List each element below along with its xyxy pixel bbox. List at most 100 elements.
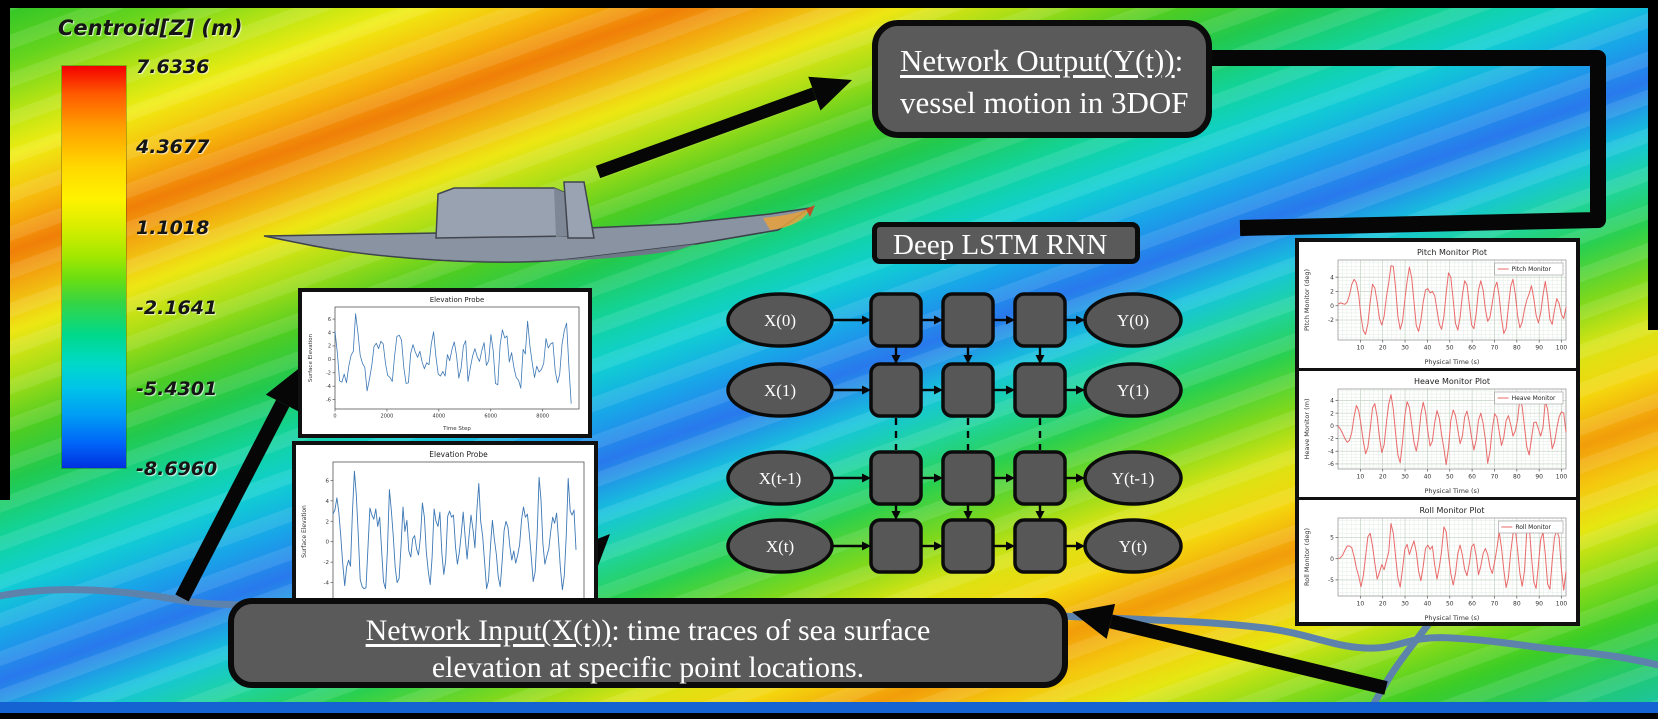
- lstm-input-label: X(1): [764, 381, 796, 400]
- lstm-cell: [941, 362, 995, 418]
- svg-text:80: 80: [1513, 474, 1521, 481]
- chart-legend: [1494, 391, 1564, 405]
- lstm-cell: [1013, 518, 1067, 574]
- svg-text:Surface Elevation: Surface Elevation: [308, 333, 314, 382]
- svg-text:60: 60: [1468, 474, 1476, 481]
- svg-text:50: 50: [1446, 345, 1454, 352]
- lstm-cell: [941, 450, 995, 506]
- colorbar-tick: -2.1641: [136, 297, 218, 319]
- svg-text:Elevation Probe: Elevation Probe: [430, 296, 485, 304]
- colorbar-tick: -8.6960: [136, 458, 218, 480]
- svg-text:Surface Elevation: Surface Elevation: [301, 505, 308, 558]
- svg-text:2: 2: [326, 519, 330, 525]
- colorbar-tick: 4.3677: [136, 136, 210, 158]
- svg-text:Time Step: Time Step: [442, 426, 471, 432]
- svg-text:-5: -5: [1328, 577, 1334, 584]
- lstm-cell: [869, 362, 923, 418]
- svg-text:-4: -4: [1328, 448, 1334, 455]
- frame-right: [1648, 0, 1658, 330]
- svg-text:100: 100: [1556, 601, 1568, 608]
- svg-text:2: 2: [328, 344, 331, 350]
- svg-text:0: 0: [333, 414, 336, 420]
- series-line: [334, 313, 572, 404]
- network-output-box: Network Output(Y(t)): vessel motion in 3…: [872, 20, 1212, 138]
- panel-divider: [1299, 497, 1576, 500]
- panel-divider: [1299, 368, 1576, 371]
- svg-text:4: 4: [1330, 274, 1334, 281]
- svg-text:70: 70: [1491, 345, 1499, 352]
- svg-text:Physical Time (s): Physical Time (s): [1425, 614, 1480, 622]
- frame-left: [0, 0, 10, 500]
- svg-text:0: 0: [328, 357, 331, 363]
- svg-text:0: 0: [1330, 303, 1334, 310]
- svg-text:30: 30: [1401, 601, 1409, 608]
- lstm-cell: [869, 518, 923, 574]
- lstm-output-label: Y(t): [1119, 537, 1147, 556]
- svg-text:50: 50: [1446, 474, 1454, 481]
- arrow-head: [265, 366, 302, 413]
- svg-text:60: 60: [1468, 345, 1476, 352]
- arrow-head: [1072, 603, 1116, 639]
- svg-text:90: 90: [1535, 345, 1543, 352]
- lstm-cell: [869, 450, 923, 506]
- svg-text:4: 4: [1330, 398, 1334, 405]
- vessel-3d-model: [263, 181, 815, 263]
- series-line: [1337, 265, 1567, 335]
- chart-legend: [1498, 520, 1564, 534]
- svg-text:Roll Monitor (deg): Roll Monitor (deg): [1303, 528, 1311, 586]
- lstm-cell: [941, 518, 995, 574]
- chart-legend: [1494, 262, 1564, 276]
- lstm-output-label: Y(0): [1117, 311, 1149, 330]
- colorbar-title: Centroid[Z] (m): [58, 16, 243, 40]
- svg-text:-2: -2: [1328, 317, 1334, 324]
- svg-text:8000: 8000: [536, 414, 549, 420]
- vessel-hull-shadow: [314, 244, 696, 262]
- network-output-title: Network Output(Y(t)): [900, 43, 1175, 78]
- svg-text:80: 80: [1513, 345, 1521, 352]
- svg-text:10: 10: [1357, 601, 1365, 608]
- svg-text:70: 70: [1491, 601, 1499, 608]
- bottom-blue-bar: [0, 702, 1658, 713]
- arrow-shaft: [595, 87, 817, 179]
- svg-text:-2: -2: [326, 371, 331, 377]
- svg-text:30: 30: [1401, 345, 1409, 352]
- svg-text:10: 10: [1357, 474, 1365, 481]
- series-line: [332, 470, 577, 591]
- svg-text:80: 80: [1513, 601, 1521, 608]
- svg-text:100: 100: [1556, 474, 1568, 481]
- svg-text:Heave Monitor: Heave Monitor: [1512, 395, 1556, 402]
- svg-text:Heave Monitor (m): Heave Monitor (m): [1303, 399, 1311, 460]
- svg-text:0: 0: [1330, 423, 1334, 430]
- lstm-input-label: X(t): [766, 537, 794, 556]
- frame-top: [0, 0, 1658, 8]
- svg-text:20: 20: [1379, 601, 1387, 608]
- svg-text:Physical Time (s): Physical Time (s): [1425, 358, 1480, 366]
- svg-text:2: 2: [1330, 410, 1334, 417]
- bottom-black-bar: [0, 713, 1658, 719]
- svg-text:40: 40: [1424, 601, 1432, 608]
- svg-text:70: 70: [1491, 474, 1499, 481]
- svg-text:6: 6: [328, 317, 331, 323]
- svg-text:40: 40: [1424, 474, 1432, 481]
- svg-text:0: 0: [1330, 556, 1334, 563]
- vessel-mast: [563, 181, 595, 239]
- svg-text:Pitch Monitor (deg): Pitch Monitor (deg): [1303, 269, 1311, 331]
- lstm-cell: [1013, 292, 1067, 348]
- svg-text:Heave Monitor Plot: Heave Monitor Plot: [1414, 377, 1490, 386]
- svg-text:-2: -2: [324, 560, 329, 566]
- colorbar-gradient: [61, 65, 127, 469]
- svg-text:6: 6: [326, 478, 330, 484]
- svg-text:-6: -6: [326, 397, 331, 403]
- arrow-head: [808, 76, 852, 111]
- svg-text:Pitch Monitor: Pitch Monitor: [1512, 266, 1552, 273]
- lstm-cell: [1013, 362, 1067, 418]
- network-input-title: Network Input(X(t)): [365, 614, 612, 647]
- series-line: [1337, 394, 1567, 466]
- lstm-cell: [941, 292, 995, 348]
- network-input-box: Network Input(X(t)): time traces of sea …: [228, 598, 1068, 688]
